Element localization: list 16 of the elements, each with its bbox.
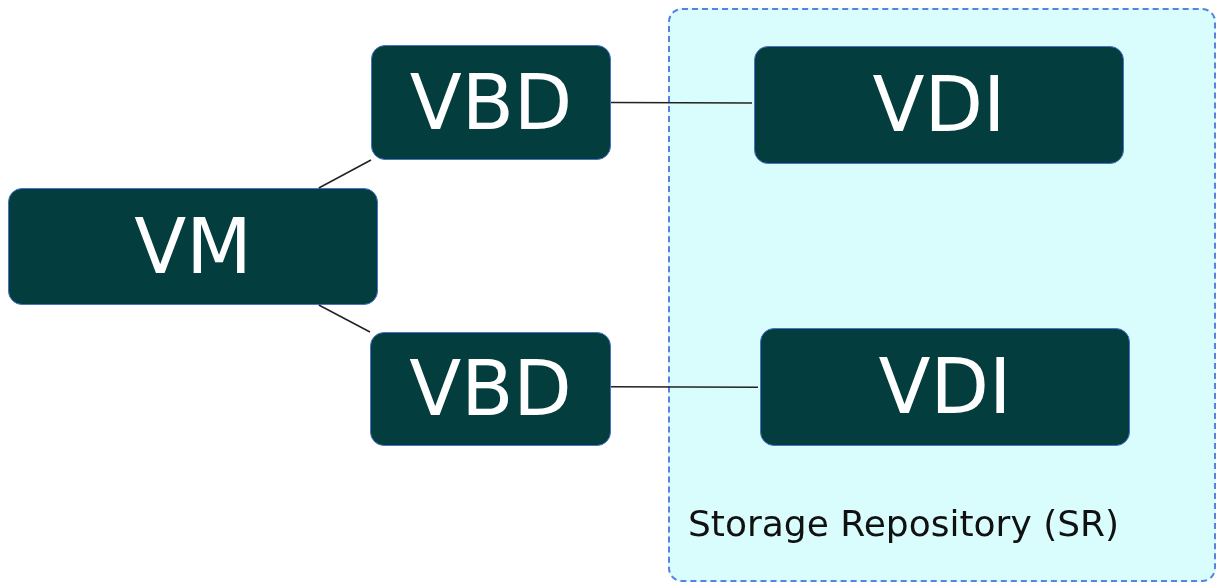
box-label: VBD (409, 351, 572, 427)
connector-line (610, 385, 759, 389)
box-label: VDI (878, 349, 1012, 425)
process-box (370, 332, 611, 446)
connector-line (610, 101, 753, 104)
process-box (371, 45, 611, 160)
connector-line (318, 159, 372, 189)
container-panel (668, 8, 1216, 582)
process-box (760, 328, 1130, 446)
group-label: Storage Repository (SR) (688, 503, 1120, 544)
box-label: VDI (872, 67, 1006, 143)
connector-line (318, 304, 371, 333)
process-box (8, 188, 378, 305)
process-box (754, 46, 1124, 164)
box-label: VM (134, 208, 252, 285)
box-label: VBD (409, 64, 573, 141)
